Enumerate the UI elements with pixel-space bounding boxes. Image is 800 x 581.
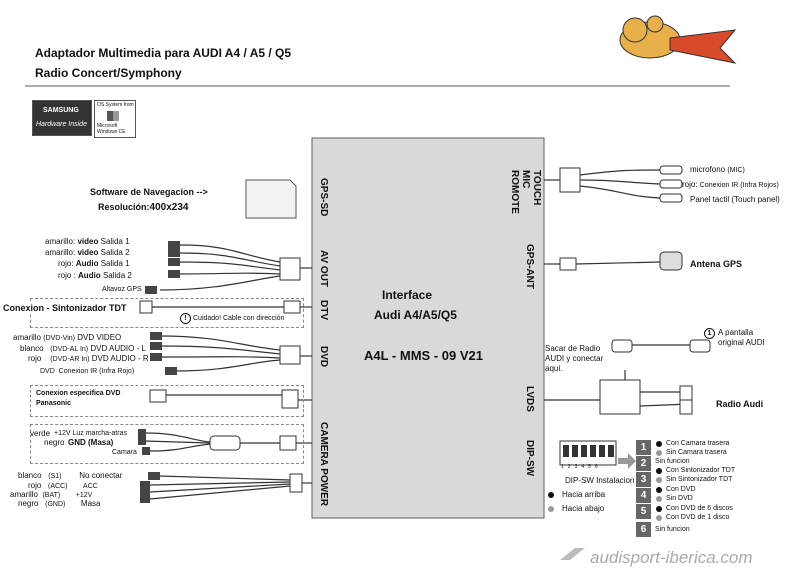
- dot-down: [656, 496, 662, 502]
- tdt-warning: Cuidado! Cable con dirección: [193, 315, 285, 322]
- windows-logo-top: OS System from: [97, 102, 134, 108]
- lvds-number-badge: 1: [704, 328, 715, 339]
- ir-label: rojo: Conexion IR (Infra Rojos): [682, 180, 779, 189]
- dot-up: [656, 487, 662, 493]
- samsung-logo-bottom: Hardware Inside: [36, 121, 87, 128]
- dot-up: [656, 468, 662, 474]
- interface-model: Audi A4/A5/Q5: [374, 308, 457, 322]
- camera-verde: verde: [30, 429, 51, 438]
- port-camera-power: CAMERA POWER: [318, 422, 329, 507]
- port-dip-sw: DIP-SW: [524, 440, 535, 477]
- dip-option: Sin funcion: [655, 458, 690, 465]
- dip-number: 3: [636, 472, 651, 487]
- watermark: audisport-iberica.com: [590, 548, 753, 567]
- dip-option: Sin Camara trasera: [666, 449, 727, 456]
- panasonic-line1: Conexion especifica DVD: [36, 390, 121, 397]
- dvd-row: DVD Conexion IR (Infra Rojo): [40, 368, 135, 375]
- windows-logo: OS System from Microsoft Windows CE: [94, 100, 136, 138]
- windows-logo-brand: Microsoft: [97, 123, 118, 129]
- dip-option: Con DVD de 1 disco: [666, 514, 730, 521]
- tdt-label: Conexion - Sintonizador TDT: [3, 303, 127, 313]
- port-touch-mic-remote: TOUCH MIC ROMOTE: [509, 170, 542, 214]
- dip-switch-numbers: 123456: [561, 464, 602, 470]
- interface-box: [311, 137, 545, 519]
- av-out-row: amarillo: video Salida 2: [45, 248, 130, 257]
- warning-icon: !: [180, 313, 191, 324]
- dvd-row: rojo (DVD-AR In) DVD AUDIO - R: [28, 354, 149, 363]
- panasonic-section: [30, 385, 304, 417]
- port-dtv: DTV: [318, 300, 329, 320]
- page-subtitle: Radio Concert/Symphony: [35, 66, 182, 80]
- mic-label: microfono (MIC): [690, 165, 745, 174]
- power-row: amarillo (BAT) +12V: [10, 490, 93, 499]
- dip-option: Con DVD: [666, 486, 696, 493]
- camera-section: [30, 424, 304, 464]
- dip-option: Sin Sintonizador TDT: [666, 476, 733, 483]
- pantalla-line1: A pantalla: [718, 328, 754, 337]
- power-row: negro (GND) Masa: [18, 499, 101, 508]
- mascot-figure: [600, 8, 740, 78]
- dot-up: [656, 506, 662, 512]
- dot-down: [656, 515, 662, 521]
- lvds-sacar-1: Sacar de Radio: [545, 344, 601, 353]
- lvds-sacar-2: AUDI y conectar: [545, 354, 604, 363]
- dvd-row: blanco (DVD-AL In) DVD AUDIO - L: [20, 344, 146, 353]
- port-gps-ant: GPS-ANT: [524, 244, 535, 289]
- altavoz-label: Altavoz GPS: [102, 286, 142, 293]
- dip-option: Con DVD de 6 discos: [666, 505, 733, 512]
- tdt-section: [30, 298, 304, 328]
- dip-arriba: Hacia arriba: [562, 490, 606, 499]
- windows-logo-product: Windows CE: [97, 129, 126, 135]
- software-label: Software de Navegacion -->: [90, 187, 208, 197]
- interface-version: A4L - MMS - 09 V21: [364, 348, 483, 363]
- port-gps-sd: GPS-SD: [318, 178, 329, 217]
- dot-up-legend: [548, 492, 554, 498]
- dip-abajo: Hacia abajo: [562, 504, 605, 513]
- dip-number: 1: [636, 440, 651, 455]
- dot-down-legend: [548, 506, 554, 512]
- dip-number: 4: [636, 488, 651, 503]
- dip-option: Sin DVD: [666, 495, 693, 502]
- pantalla-line2: original AUDI: [718, 338, 765, 347]
- port-av-out: AV OUT: [318, 250, 329, 288]
- samsung-logo: SAMSUNG Hardware Inside: [32, 100, 92, 136]
- camera-negro: negro: [44, 438, 65, 447]
- dot-down: [656, 477, 662, 483]
- dip-instalacion: DIP-SW Instalacion: [565, 476, 635, 485]
- lvds-sacar-3: aquí.: [545, 364, 563, 373]
- dip-option: Con Camara trasera: [666, 440, 730, 447]
- port-lvds: LVDS: [524, 386, 535, 412]
- av-out-row: rojo: Audio Salida 1: [58, 259, 130, 268]
- dvd-row: amarillo (DVD-Vin) DVD VIDEO: [13, 333, 122, 342]
- panasonic-line2: Panasonic: [36, 400, 72, 407]
- windows-flag-icon: [107, 111, 119, 121]
- resolution-value: 400x234: [149, 202, 189, 213]
- dip-number: 2: [636, 456, 651, 471]
- dot-down: [656, 450, 662, 456]
- dip-number: 5: [636, 504, 651, 519]
- dot-up: [656, 441, 662, 447]
- dip-option: Sin funcion: [655, 526, 690, 533]
- power-row: blanco (S1) No conectar: [18, 471, 123, 480]
- panel-label: Panel tactil (Touch panel): [690, 195, 780, 204]
- interface-title: Interface: [382, 288, 433, 302]
- av-out-row: amarillo: video Salida 1: [45, 237, 130, 246]
- dip-option: Con Sintonizador TDT: [666, 467, 736, 474]
- port-dvd: DVD: [318, 346, 329, 368]
- radio-audi-label: Radio Audi: [716, 399, 764, 409]
- av-out-row: rojo : Audio Salida 2: [58, 271, 132, 280]
- samsung-logo-top: SAMSUNG: [43, 107, 79, 114]
- camera-luz: +12V Luz marcha-atras: [54, 430, 127, 437]
- camera-label: Camara: [112, 449, 137, 456]
- power-row: rojo (ACC) ACC: [28, 481, 98, 490]
- page-title: Adaptador Multimedia para AUDI A4 / A5 /…: [35, 46, 292, 60]
- dip-number: 6: [636, 522, 651, 537]
- resolution-line: Resolución:400x234: [98, 202, 188, 213]
- gps-label: Antena GPS: [690, 259, 743, 269]
- camera-gnd: GND (Masa): [68, 438, 114, 447]
- resolution-prefix: Resolución:: [98, 202, 150, 212]
